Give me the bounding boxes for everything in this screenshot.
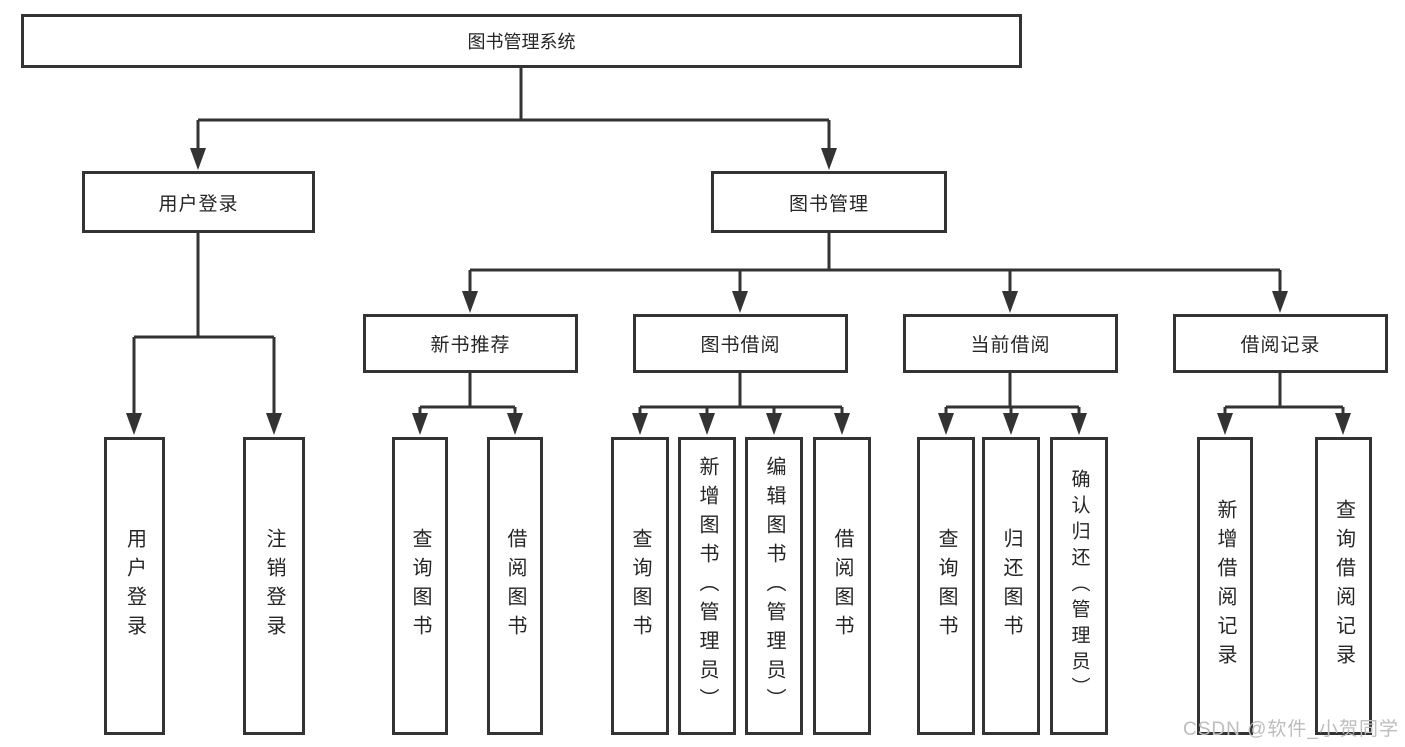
node-book-borrow-label: 图书借阅 (700, 335, 781, 356)
leaf-borrow-book-2: 借阅图书 (813, 437, 871, 735)
connector-book-borrow-children (638, 373, 844, 414)
node-borrow-record-label: 借阅记录 (1240, 335, 1321, 356)
leaf-borrow-book-1: 借阅图书 (487, 437, 543, 735)
node-borrow-record: 借阅记录 (1173, 314, 1388, 373)
leaf-logout: 注销登录 (243, 437, 305, 735)
leaf-borrow-book-1-label: 借阅图书 (504, 528, 526, 644)
leaf-add-record: 新增借阅记录 (1197, 437, 1253, 735)
leaf-user-login-label: 用户登录 (123, 528, 146, 644)
leaf-confirm-return-label: 确认归还（管理员） (1068, 469, 1090, 703)
node-user-login-label: 用户登录 (158, 193, 239, 215)
node-book-borrow: 图书借阅 (633, 314, 848, 373)
leaf-query-book-2: 查询图书 (611, 437, 669, 735)
leaf-query-book-3: 查询图书 (917, 437, 975, 735)
arrowheads-user-login-children (126, 413, 282, 435)
node-book-mgmt-label: 图书管理 (788, 193, 869, 215)
node-book-mgmt: 图书管理 (711, 171, 947, 233)
leaf-add-record-label: 新增借阅记录 (1214, 499, 1236, 673)
arrowheads-book-borrow-children (632, 413, 850, 435)
leaf-confirm-return: 确认归还（管理员） (1050, 437, 1108, 735)
leaf-edit-book: 编辑图书（管理员） (745, 437, 803, 735)
leaf-query-record-label: 查询借阅记录 (1332, 499, 1355, 673)
arrowheads-borrow-record-children (1217, 413, 1351, 435)
leaf-query-book-1-label: 查询图书 (409, 528, 431, 644)
node-current-borrow-label: 当前借阅 (970, 335, 1051, 356)
connector-book-mgmt-children (468, 233, 1282, 292)
node-user-login: 用户登录 (82, 171, 315, 233)
leaf-query-book-1: 查询图书 (392, 437, 448, 735)
connector-current-borrow-children (944, 373, 1081, 414)
connector-user-login-children (132, 233, 276, 414)
connector-borrow-record-children (1223, 373, 1345, 414)
arrowheads-level2 (190, 148, 837, 170)
arrowheads-new-book-rec-children (412, 413, 523, 435)
leaf-add-book-label: 新增图书（管理员） (696, 455, 718, 717)
leaf-add-book: 新增图书（管理员） (678, 437, 736, 735)
arrowheads-current-borrow-children (938, 413, 1087, 435)
leaf-edit-book-label: 编辑图书（管理员） (763, 455, 785, 717)
leaf-return-book-label: 归还图书 (1000, 528, 1022, 644)
node-new-book-rec: 新书推荐 (363, 314, 578, 373)
connector-new-book-rec-children (418, 373, 517, 414)
node-root-label: 图书管理系统 (467, 32, 576, 52)
leaf-query-book-2-label: 查询图书 (629, 528, 651, 644)
leaf-logout-label: 注销登录 (263, 528, 285, 644)
leaf-query-record: 查询借阅记录 (1315, 437, 1372, 735)
connector-root-to-level2 (196, 68, 831, 150)
leaf-return-book: 归还图书 (982, 437, 1040, 735)
node-new-book-rec-label: 新书推荐 (430, 335, 511, 356)
arrowheads-level3 (462, 291, 1288, 313)
leaf-query-book-3-label: 查询图书 (935, 528, 957, 644)
leaf-borrow-book-2-label: 借阅图书 (831, 528, 853, 644)
leaf-user-login: 用户登录 (104, 437, 165, 735)
node-current-borrow: 当前借阅 (903, 314, 1118, 373)
node-root: 图书管理系统 (21, 14, 1022, 68)
